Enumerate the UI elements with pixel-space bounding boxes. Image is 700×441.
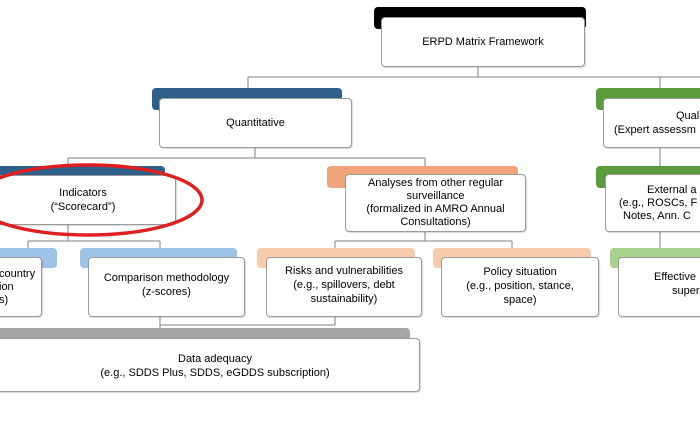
- risks-line-1: Risks and vulnerabilities: [285, 265, 403, 277]
- analyses-line-3: (formalized in AMRO Annual: [366, 203, 505, 215]
- external-line-2: (e.g., ROSCs, F: [619, 196, 698, 209]
- root-box: ERPD Matrix Framework: [381, 17, 585, 67]
- effective-box: Effective super: [618, 257, 700, 317]
- external-box: External a (e.g., ROSCs, F Notes, Ann. C: [605, 174, 700, 232]
- data-adequacy-label: Data adequacy: [178, 353, 252, 365]
- effective-line-1: Effective: [654, 271, 696, 283]
- policy-box: Policy situation (e.g., position, stance…: [441, 257, 599, 317]
- policy-line-3: space): [503, 294, 537, 306]
- external-line-3: Notes, Ann. C: [623, 209, 691, 222]
- policy-line-2: (e.g., position, stance,: [466, 280, 574, 292]
- analyses-line-4: Consultations): [400, 216, 471, 228]
- quantitative-box: Quantitative: [159, 98, 352, 148]
- qualitative-sublabel: (Expert assessm: [614, 124, 696, 136]
- data-adequacy-sublabel: (e.g., SDDS Plus, SDDS, eGDDS subscripti…: [100, 367, 330, 379]
- red-highlight-ellipse: [0, 163, 204, 237]
- country-line-2: ion: [0, 280, 14, 293]
- indicators-sublabel: (“Scorecard”): [50, 201, 116, 213]
- data-adequacy-box: Data adequacy (e.g., SDDS Plus, SDDS, eG…: [0, 338, 420, 392]
- risks-line-2: (e.g., spillovers, debt: [293, 279, 395, 291]
- quantitative-label: Quantitative: [226, 117, 285, 129]
- qualitative-box: Quali (Expert assessm: [603, 98, 700, 148]
- risks-box: Risks and vulnerabilities (e.g., spillov…: [266, 257, 422, 317]
- effective-line-2: super: [672, 285, 700, 297]
- risks-line-3: sustainability): [310, 293, 378, 305]
- analyses-line-1: Analyses from other regular: [367, 177, 504, 189]
- comparison-label: Comparison methodology: [103, 272, 230, 284]
- comparison-sublabel: (z-scores): [142, 286, 191, 298]
- country-line-3: s): [0, 293, 9, 306]
- indicators-label: Indicators: [59, 187, 107, 199]
- external-line-1: External a: [647, 183, 697, 196]
- analyses-box: Analyses from other regular surveillance…: [345, 174, 526, 232]
- analyses-line-2: surveillance: [406, 190, 465, 202]
- indicators-box: Indicators (“Scorecard”): [0, 175, 176, 225]
- policy-line-1: Policy situation: [483, 266, 557, 278]
- root-label: ERPD Matrix Framework: [422, 36, 544, 48]
- country-line-1: country: [0, 267, 36, 280]
- country-box: country ion s): [0, 257, 42, 317]
- comparison-box: Comparison methodology (z-scores): [88, 257, 245, 317]
- qualitative-label: Quali: [676, 110, 700, 122]
